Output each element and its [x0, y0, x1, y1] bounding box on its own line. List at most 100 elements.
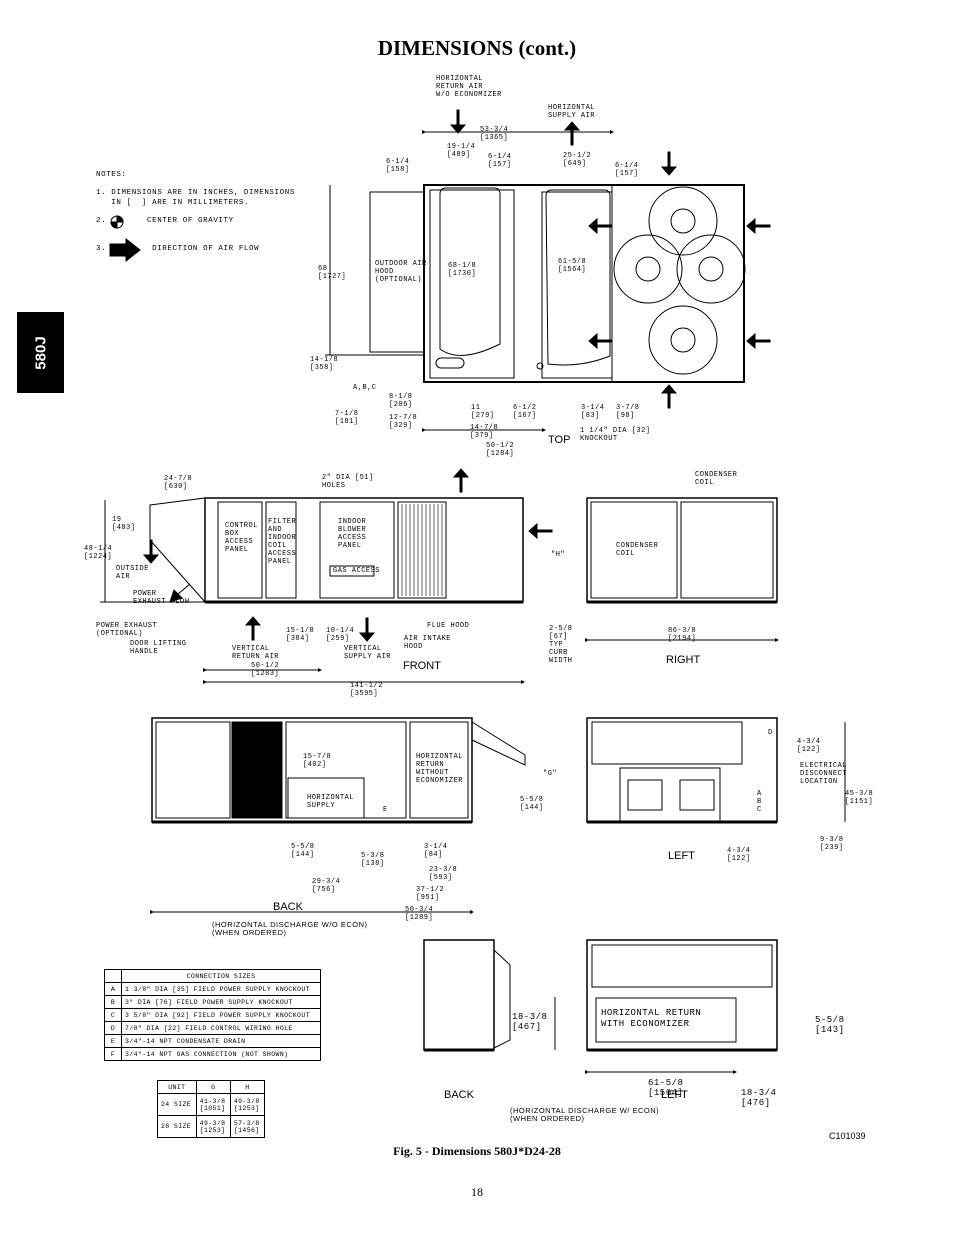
dim-14: 14-1/8 [358]	[310, 356, 339, 372]
dim-4b: 4-3/4 [122]	[727, 847, 751, 863]
figure-code: C101039	[829, 1131, 866, 1141]
label-cond-coil-1: CONDENSER COIL	[695, 471, 738, 487]
left2-subcaption: (HORIZONTAL DISCHARGE W/ ECON) (WHEN ORD…	[510, 1106, 660, 1123]
dim-29: 29-3/4 [756]	[312, 878, 341, 894]
dim-18b: 18-3/4 [476]	[741, 1088, 777, 1108]
dim-68: 68 [1727]	[318, 265, 347, 281]
view-back: BACK	[273, 901, 303, 913]
back-subcaption: (HORIZONTAL DISCHARGE W/O ECON) (WHEN OR…	[212, 920, 368, 937]
dim-50b: 50-3/4 [1289]	[405, 906, 434, 922]
label-gas-access: GAS ACCESS	[333, 567, 381, 575]
label-vsa: VERTICAL SUPPLY AIR	[344, 645, 392, 661]
dim-2: 2-5/8 [67] TYP CURB WIDTH	[549, 625, 573, 665]
label-cond-coil-2: CONDENSER COIL	[616, 542, 659, 558]
dim-15f: 15-1/8 [384]	[286, 627, 315, 643]
dim-3a: 3-1/4 [83]	[581, 404, 605, 420]
label-abc-left: A B C	[757, 790, 762, 814]
dim-3: 3-1/4 [84]	[424, 843, 448, 859]
label-hr-wo-econ: HORIZONTAL RETURN AIR W/O ECONOMIZER	[436, 75, 502, 99]
view-right: RIGHT	[666, 654, 701, 666]
notes: NOTES:1. DIMENSIONS ARE IN INCHES, DIMEN…	[96, 170, 295, 254]
dim-7: 7-1/8 [181]	[335, 410, 359, 426]
dim-5a: 5-5/8 [144]	[520, 796, 544, 812]
dim-8: 8-1/8 [206]	[389, 393, 413, 409]
dim-37: 37-1/2 [951]	[416, 886, 445, 902]
dim-61-econ: 61-5/8 [1564]	[648, 1078, 684, 1098]
dim-5-econ: 5-5/8 [143]	[815, 1015, 845, 1035]
dim-25: 25-1/2 [649]	[563, 152, 592, 168]
dim-9: 9-3/8 [239]	[820, 836, 844, 852]
label-intake: AIR INTAKE HOOD	[404, 635, 452, 651]
figure-caption: Fig. 5 - Dimensions 580J*D24-28	[393, 1144, 561, 1158]
view-back-2: BACK	[444, 1089, 474, 1101]
label-holes: 2" DIA [51] HOLES	[322, 474, 374, 490]
dim-5b: 5-5/8 [144]	[291, 843, 315, 859]
label-horiz-supply: HORIZONTAL SUPPLY	[307, 794, 355, 810]
label-control-box: CONTROL BOX ACCESS PANEL	[225, 522, 258, 554]
label-d: D	[768, 729, 773, 737]
dim-10: 10-1/4 [259]	[326, 627, 355, 643]
label-power-exhaust: POWER EXHAUST FLOW	[133, 590, 190, 606]
dim-14b: 14-7/8 [379]	[470, 424, 499, 440]
label-e: E	[383, 806, 388, 814]
dim-18: 18-3/8 [467]	[512, 1012, 548, 1032]
dim-5c: 5-3/8 [138]	[361, 852, 385, 868]
dim-3b: 3-7/8 [98]	[616, 404, 640, 420]
label-flue: FLUE HOOD	[427, 622, 470, 630]
view-left-2: LEFT	[661, 1089, 688, 1101]
note-2: 2. CENTER OF GRAVITY	[96, 217, 234, 225]
label-filter: FILTER AND INDOOR COIL ACCESS PANEL	[268, 518, 297, 566]
label-hs-air: HORIZONTAL SUPPLY AIR	[548, 104, 596, 120]
label-outside-air: OUTSIDE AIR	[116, 565, 149, 581]
note-3: 3. DIRECTION OF AIR FLOW	[96, 245, 260, 253]
label-blower: INDOOR BLOWER ACCESS PANEL	[338, 518, 367, 550]
page-number: 18	[471, 1185, 483, 1199]
label-pe-optional: POWER EXHAUST (OPTIONAL)	[96, 622, 158, 638]
dim-19: 19-1/4 [489]	[447, 143, 476, 159]
view-left: LEFT	[668, 850, 695, 862]
label-vra: VERTICAL RETURN AIR	[232, 645, 280, 661]
label-horiz-return: HORIZONTAL RETURN WITHOUT ECONOMIZER	[416, 753, 464, 785]
dim-50f: 50-1/2 [1283]	[251, 662, 280, 678]
dim-15b: 15-7/8 [402]	[303, 753, 332, 769]
dim-45: 45-3/8 [1151]	[845, 790, 874, 806]
dim-12: 12-7/8 [329]	[389, 414, 418, 430]
connection-header: CONNECTION SIZES	[121, 969, 321, 983]
dim-53: 53-3/4 [1365]	[480, 126, 509, 142]
dim-61: 61-5/8 [1564]	[558, 258, 587, 274]
dim-4a: 4-3/4 [122]	[797, 738, 821, 754]
dim-86: 86-3/8 [2194]	[668, 627, 697, 643]
page-title: DIMENSIONS (cont.)	[377, 36, 577, 60]
label-hr-econ: HORIZONTAL RETURN WITH ECONOMIZER	[601, 1008, 702, 1029]
note-1b: IN [ ] ARE IN MILLIMETERS.	[96, 199, 250, 207]
dim-24: 24-7/8 [630]	[164, 475, 193, 491]
side-tab: 580J	[17, 312, 64, 393]
label-elec: ELECTRICAL DISCONNECT LOCATION	[800, 762, 848, 786]
label-knockout: 1 1/4" DIA [32] KNOCKOUT	[580, 427, 651, 443]
dim-50: 50-1/2 [1284]	[486, 442, 515, 458]
notes-heading: NOTES:	[96, 171, 127, 179]
dim-68b: 68-1/8 [1730]	[448, 262, 477, 278]
dim-19f: 19 [483]	[112, 516, 136, 532]
dim-6b: 6-1/4 [157]	[488, 153, 512, 169]
dim-23: 23-3/8 [593]	[429, 866, 458, 882]
left-econ-view-outline	[586, 939, 778, 1051]
back-econ-view-outline	[423, 939, 495, 1051]
label-oa-hood: OUTDOOR AIR HOOD (OPTIONAL)	[375, 260, 427, 284]
label-abc: A,B,C	[353, 384, 377, 392]
label-g: "G"	[543, 770, 558, 778]
dim-141: 141-1/2 [3595]	[350, 682, 383, 698]
dim-11: 11 [279]	[471, 404, 495, 420]
dim-6d: 6-1/2 [167]	[513, 404, 537, 420]
dim-6a: 6-1/4 [158]	[386, 158, 410, 174]
dim-48: 48-1/4 [1224]	[84, 545, 113, 561]
